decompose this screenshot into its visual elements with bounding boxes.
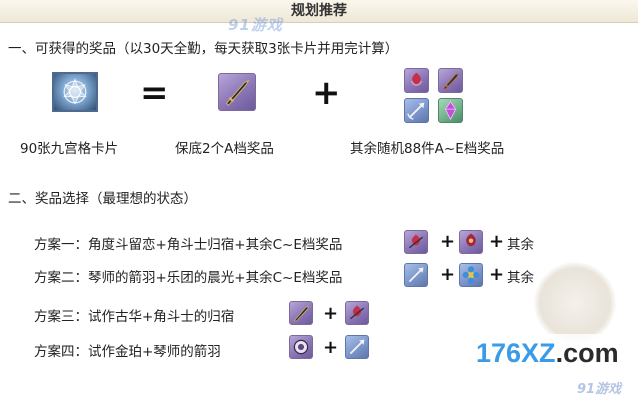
label-guaranteed: 保底2个A档奖品 xyxy=(175,141,274,157)
flower-icon xyxy=(459,263,483,287)
red-flower-icon xyxy=(459,230,483,254)
arrow-icon xyxy=(404,98,429,123)
red-flower-icon xyxy=(345,301,369,325)
watermark-domain: 176XZ.com xyxy=(476,338,619,369)
arrow-icon xyxy=(345,335,369,359)
watermark-domain-name: 176XZ xyxy=(476,338,556,368)
plan-1-tail: 其余 xyxy=(507,237,534,253)
red-flower-icon xyxy=(404,230,428,254)
plan-1-label: 方案一：角度斗留恋+角斗士归宿+其余C~E档奖品 xyxy=(34,237,343,253)
plus-sign-large: + xyxy=(312,73,341,113)
plus-sign: + xyxy=(489,264,505,285)
nine-grid-card-icon xyxy=(52,72,98,112)
purple-crystal-icon xyxy=(438,98,463,123)
watermark-top: 91游戏 xyxy=(228,16,283,34)
background-decoration xyxy=(534,262,616,344)
red-flower-icon xyxy=(404,68,429,93)
label-random: 其余随机88件A~E档奖品 xyxy=(350,141,505,157)
blade-icon xyxy=(438,68,463,93)
plus-sign: + xyxy=(323,337,339,358)
section-heading-choices: 二、奖品选择（最理想的状态） xyxy=(8,191,197,207)
plan-2-tail: 其余 xyxy=(507,270,534,286)
page-title-bar: 规划推荐 xyxy=(0,0,638,23)
catalyst-orb-icon xyxy=(289,335,313,359)
arrow-icon xyxy=(404,263,428,287)
plus-sign: + xyxy=(440,231,456,252)
sword-icon xyxy=(289,301,313,325)
section-heading-prizes: 一、可获得的奖品（以30天全勤，每天获取3张卡片并用完计算） xyxy=(8,41,399,57)
page-title: 规划推荐 xyxy=(291,3,347,19)
watermark-sub: 91游戏 xyxy=(577,382,622,397)
plan-4-label: 方案四：试作金珀+琴师的箭羽 xyxy=(34,344,221,360)
plus-sign: + xyxy=(323,303,339,324)
sword-icon xyxy=(218,73,256,111)
plus-sign: + xyxy=(440,264,456,285)
plus-sign: + xyxy=(489,231,505,252)
equals-sign: = xyxy=(140,73,169,113)
plan-3-label: 方案三：试作古华+角斗士的归宿 xyxy=(34,309,235,325)
plan-2-label: 方案二：琴师的箭羽+乐团的晨光+其余C~E档奖品 xyxy=(34,270,343,286)
label-cards: 90张九宫格卡片 xyxy=(20,141,119,157)
watermark-backdrop xyxy=(460,334,638,384)
watermark-domain-tld: .com xyxy=(555,338,619,368)
